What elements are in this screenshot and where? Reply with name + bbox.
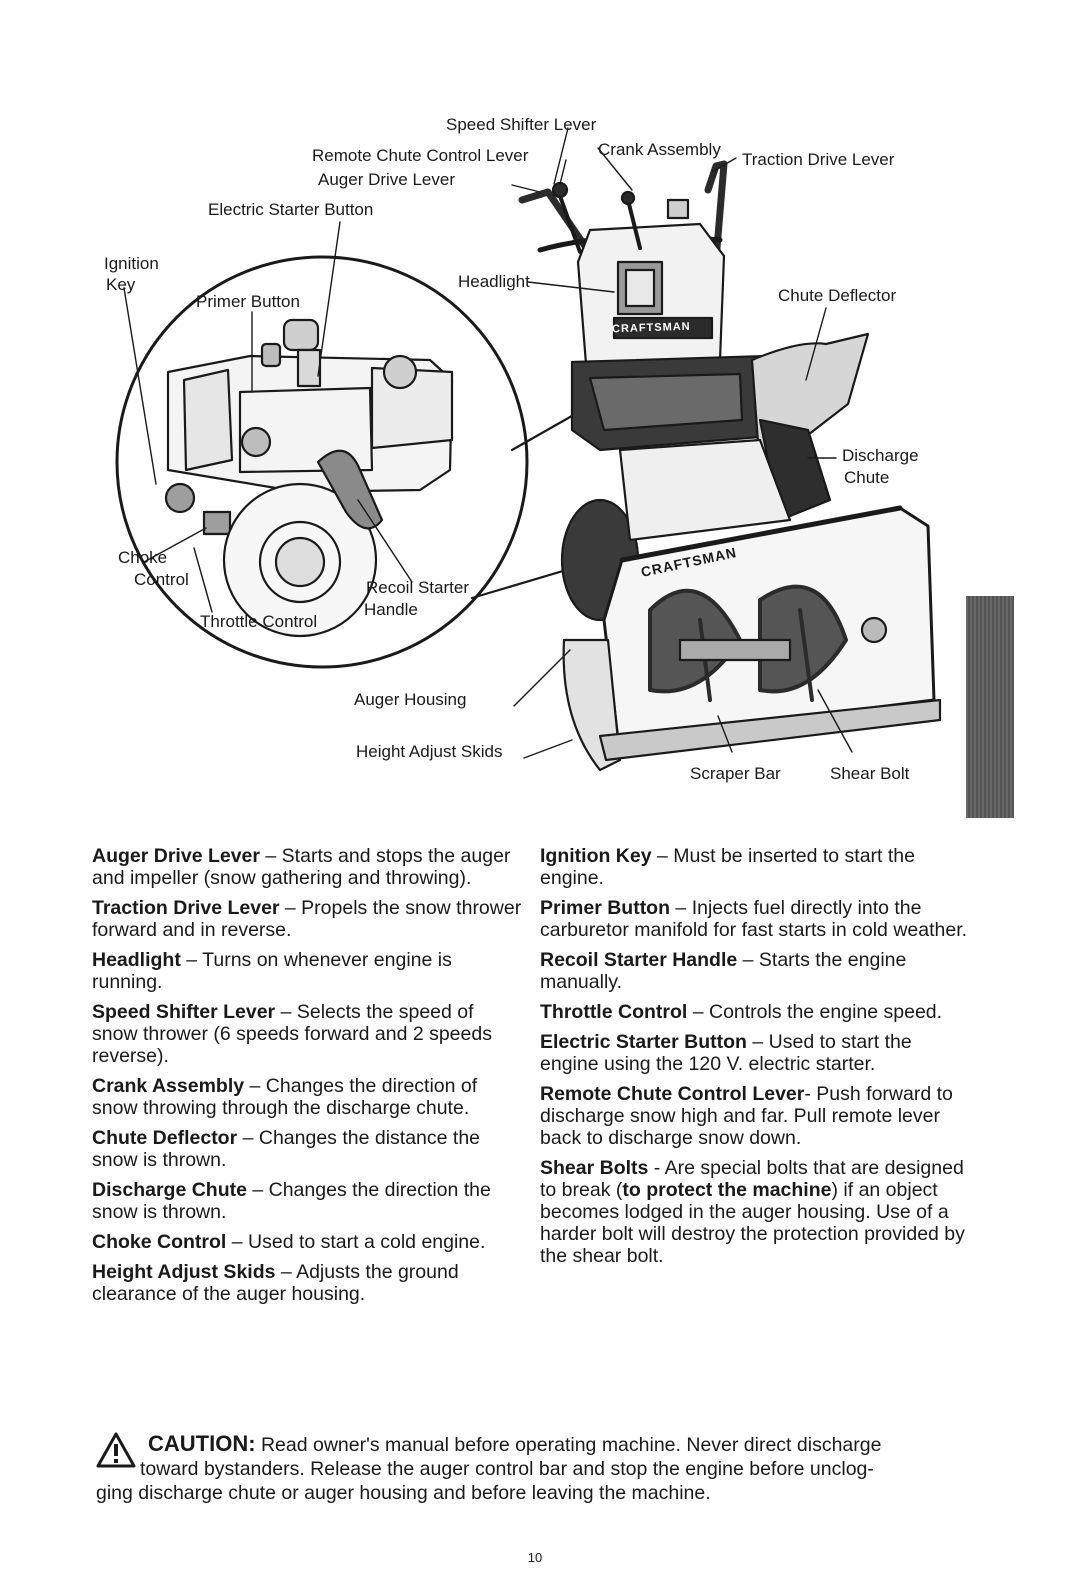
label-shear-bolt: Shear Bolt xyxy=(830,764,910,783)
definition-remote-chute-control-lever: Remote Chute Control Lever- Push forward… xyxy=(540,1083,953,1149)
section-tab-marker xyxy=(966,596,1014,818)
dash-brand-label: CRAFTSMAN xyxy=(611,320,691,336)
definition-choke-control: Choke Control – Used to start a cold eng… xyxy=(92,1231,486,1253)
definition-auger-drive-lever: Auger Drive Lever – Starts and stops the… xyxy=(92,845,511,889)
label-crank-assembly: Crank Assembly xyxy=(598,140,721,159)
label-traction-drive-lever: Traction Drive Lever xyxy=(742,150,895,169)
engine-detail-circle xyxy=(115,255,529,669)
page-number: 10 xyxy=(527,1550,543,1565)
definitions-right-column: Ignition Key – Must be inserted to start… xyxy=(540,845,970,1275)
label-height-adjust-skids: Height Adjust Skids xyxy=(356,742,503,761)
definition-height-adjust-skids: Height Adjust Skids – Adjusts the ground… xyxy=(92,1261,459,1305)
label-recoil-starter: Recoil Starter xyxy=(366,578,469,597)
caution-line-3: ging discharge chute or auger housing an… xyxy=(96,1482,711,1504)
caution-notice: CAUTION: Read owner's manual before oper… xyxy=(96,1432,976,1505)
caution-line-1: CAUTION: Read owner's manual before oper… xyxy=(148,1431,882,1457)
definition-crank-assembly: Crank Assembly – Changes the direction o… xyxy=(92,1075,478,1119)
label-headlight: Headlight xyxy=(458,272,530,291)
label-auger-housing: Auger Housing xyxy=(354,690,467,709)
label-scraper-bar: Scraper Bar xyxy=(690,764,781,783)
label-recoil-handle: Handle xyxy=(364,600,418,619)
label-key: Key xyxy=(106,275,136,294)
definition-chute-deflector: Chute Deflector – Changes the distance t… xyxy=(92,1127,481,1171)
definition-headlight: Headlight – Turns on whenever engine is … xyxy=(92,949,452,993)
definition-traction-drive-lever: Traction Drive Lever – Propels the snow … xyxy=(92,897,522,941)
label-choke-control: Control xyxy=(134,570,189,589)
definition-recoil-starter-handle: Recoil Starter Handle – Starts the engin… xyxy=(540,949,907,993)
snow-thrower-diagram: CRAFTSMAN CRAFTSMAN Speed Shifter Lever … xyxy=(104,115,942,783)
definition-electric-starter-button: Electric Starter Button – Used to start … xyxy=(540,1031,912,1075)
label-primer-button: Primer Button xyxy=(196,292,300,311)
definition-shear-bolts: Shear Bolts - Are special bolts that are… xyxy=(540,1157,965,1267)
label-remote-chute-control-lever: Remote Chute Control Lever xyxy=(312,146,529,165)
definition-ignition-key: Ignition Key – Must be inserted to start… xyxy=(540,845,915,889)
label-chute: Chute xyxy=(844,468,890,487)
definition-speed-shifter-lever: Speed Shifter Lever – Selects the speed … xyxy=(92,1001,492,1067)
label-electric-starter-button: Electric Starter Button xyxy=(208,200,374,219)
warning-triangle-icon xyxy=(96,1432,136,1468)
label-ignition: Ignition xyxy=(104,254,159,273)
label-discharge: Discharge xyxy=(842,446,919,465)
caution-line-2: toward bystanders. Release the auger con… xyxy=(140,1458,874,1480)
label-throttle-control: Throttle Control xyxy=(200,612,318,631)
definition-throttle-control: Throttle Control – Controls the engine s… xyxy=(540,1001,943,1023)
label-chute-deflector: Chute Deflector xyxy=(778,286,897,305)
definition-discharge-chute: Discharge Chute – Changes the direction … xyxy=(92,1179,491,1223)
label-auger-drive-lever: Auger Drive Lever xyxy=(318,170,456,189)
label-choke: Choke xyxy=(118,548,168,567)
definition-primer-button: Primer Button – Injects fuel directly in… xyxy=(540,897,968,941)
definitions-left-column: Auger Drive Lever – Starts and stops the… xyxy=(92,845,522,1313)
label-speed-shifter-lever: Speed Shifter Lever xyxy=(446,115,597,134)
diagram-illustration xyxy=(115,127,942,772)
